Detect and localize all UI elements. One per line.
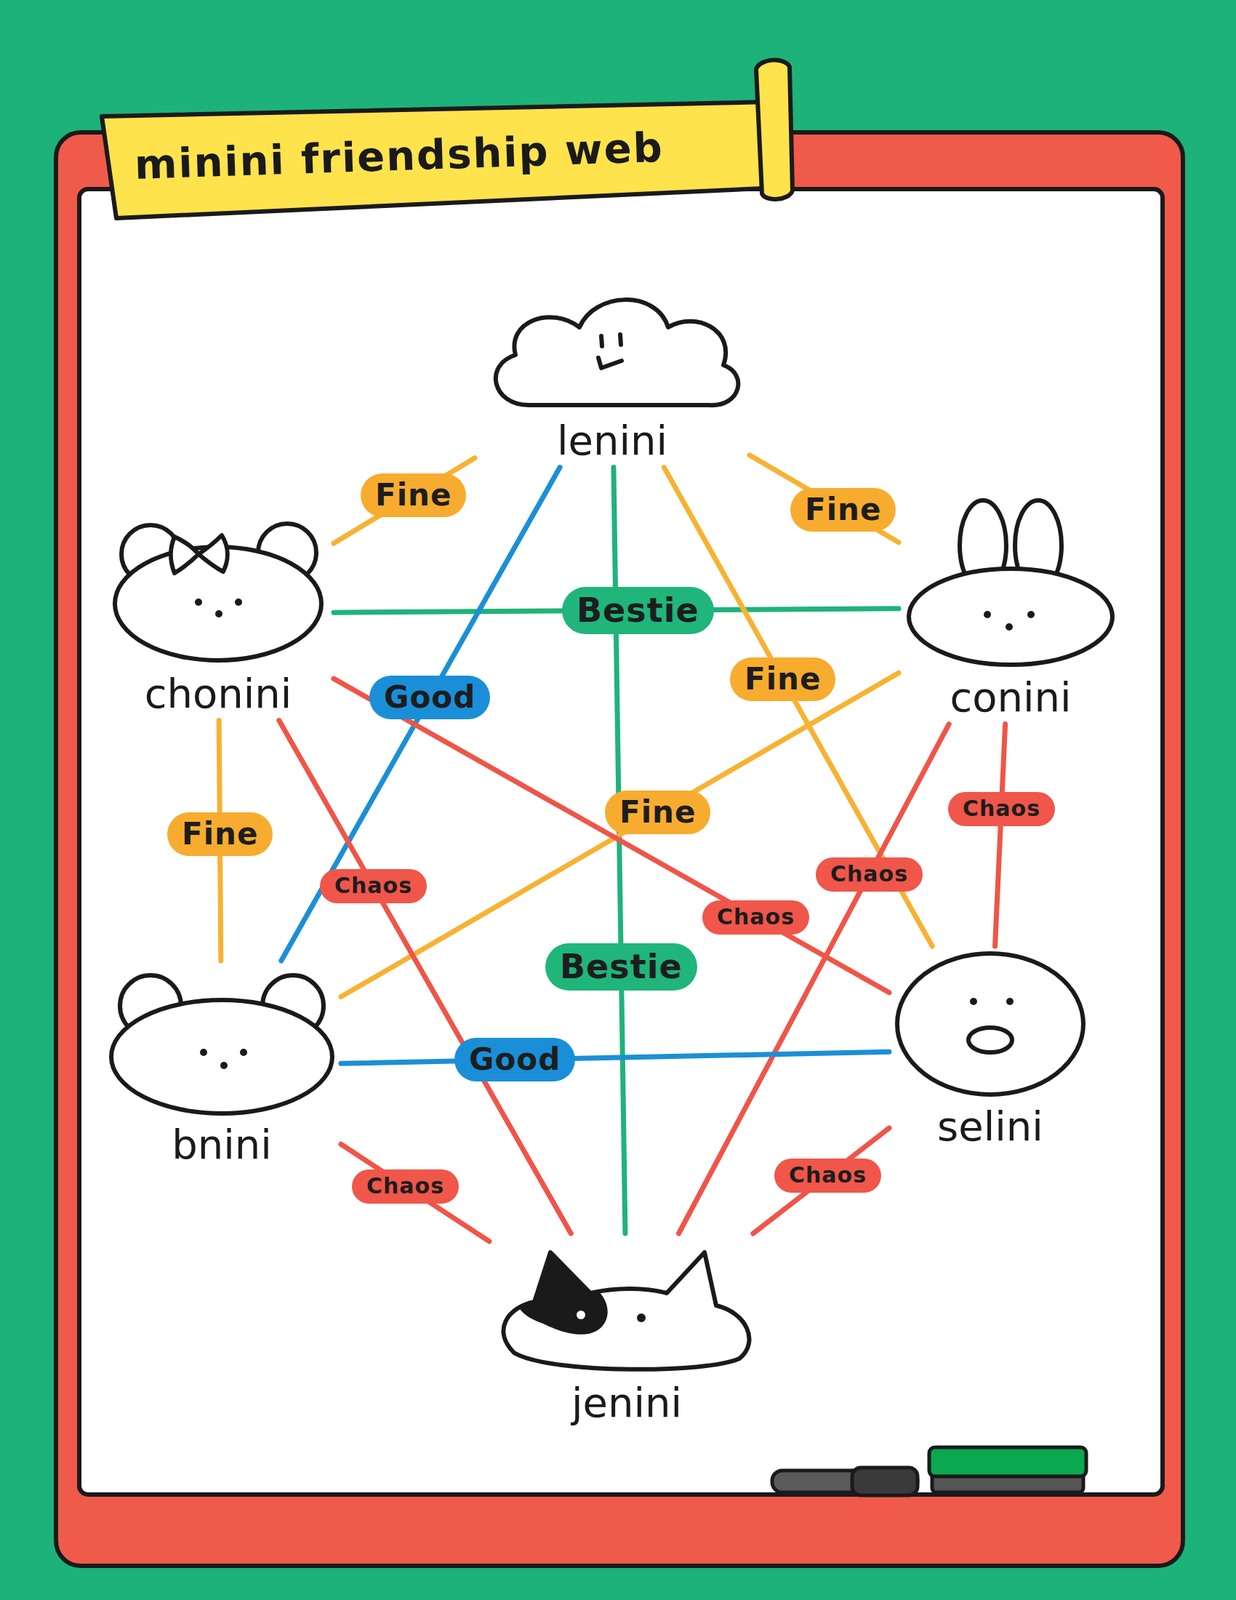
character-name: jenini <box>567 1378 687 1427</box>
drawing-part <box>111 999 333 1114</box>
character-figure <box>892 948 1089 1098</box>
drawing-part <box>234 598 243 606</box>
relation-label: Chaos <box>702 900 810 935</box>
friendship-line <box>753 1127 890 1234</box>
relation-label: Chaos <box>351 1169 459 1204</box>
relation-label: Fine <box>790 487 896 532</box>
relation-label: Fine <box>167 812 273 856</box>
friendship-line <box>333 678 890 993</box>
character-node: bnini <box>105 963 339 1169</box>
drawing-part <box>969 997 978 1005</box>
drawing-part <box>503 1251 749 1370</box>
drawing-part <box>983 610 991 618</box>
relation-label: Fine <box>360 473 467 517</box>
character-node: conini <box>901 494 1120 722</box>
drawing-part <box>601 334 621 347</box>
drawing-part <box>897 953 1084 1095</box>
drawing-part <box>1006 997 1014 1005</box>
drawing-part <box>1005 623 1013 631</box>
friendship-line <box>613 467 626 1234</box>
relation-label: Fine <box>729 657 836 701</box>
character-figure <box>477 285 747 413</box>
drawing-part <box>170 535 228 573</box>
marker-cap <box>852 1467 918 1495</box>
character-name: lenini <box>552 416 672 465</box>
character-node: lenini <box>477 285 747 465</box>
drawing-part <box>908 568 1113 665</box>
drawing-part <box>239 1048 248 1056</box>
character-name: chonini <box>140 669 297 718</box>
character-figure <box>901 494 1120 669</box>
character-figure <box>105 508 331 666</box>
relation-label: Fine <box>604 790 711 834</box>
character-node: selini <box>892 948 1089 1151</box>
relation-label: Good <box>369 675 491 720</box>
drawing-part <box>576 1310 586 1319</box>
relation-label: Chaos <box>774 1158 882 1193</box>
board-surface <box>79 189 1163 1495</box>
friendship-line <box>279 720 571 1234</box>
drawing-part <box>1027 610 1035 618</box>
drawing-part <box>598 357 622 368</box>
drawing-part <box>194 598 203 606</box>
drawing-part <box>515 1243 608 1335</box>
character-figure <box>492 1236 762 1375</box>
friendship-line <box>340 1143 490 1242</box>
relation-label: Chaos <box>948 791 1055 826</box>
drawing-part <box>220 1061 228 1069</box>
drawing-part <box>968 1027 1013 1053</box>
title-banner <box>101 101 780 219</box>
character-node: chonini <box>105 508 331 718</box>
relation-label: Chaos <box>319 868 427 904</box>
character-name: bnini <box>167 1120 277 1169</box>
drawing-part <box>199 1048 208 1056</box>
friendship-line <box>995 724 1006 946</box>
character-node: jenini <box>492 1236 762 1427</box>
relation-label: Bestie <box>545 942 698 991</box>
drawing-part <box>495 299 738 405</box>
friendship-line <box>333 458 475 544</box>
character-name: conini <box>945 673 1076 722</box>
character-figure <box>105 963 339 1117</box>
board-frame <box>55 132 1183 1566</box>
friendship-line <box>281 467 560 961</box>
relation-label: Bestie <box>562 586 714 634</box>
relation-label: Good <box>454 1037 576 1082</box>
character-name: selini <box>932 1102 1048 1151</box>
drawing-part <box>215 610 223 618</box>
friendship-line <box>679 724 950 1234</box>
friendship-line <box>340 1051 890 1063</box>
friendship-line <box>749 455 899 543</box>
friendship-line <box>663 467 933 946</box>
drawing-part <box>636 1313 646 1322</box>
banner-curl <box>756 60 793 200</box>
eraser-top <box>929 1446 1087 1476</box>
relation-label: Chaos <box>815 857 923 892</box>
